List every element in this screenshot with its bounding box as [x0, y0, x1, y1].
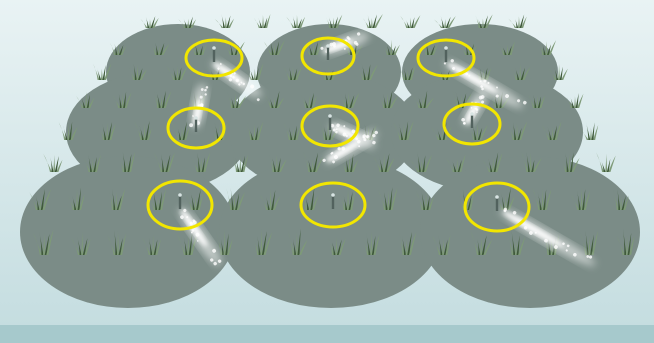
- irrigation-field: [20, 24, 640, 308]
- ground-floor: [0, 325, 654, 343]
- coverage-area: [219, 156, 443, 308]
